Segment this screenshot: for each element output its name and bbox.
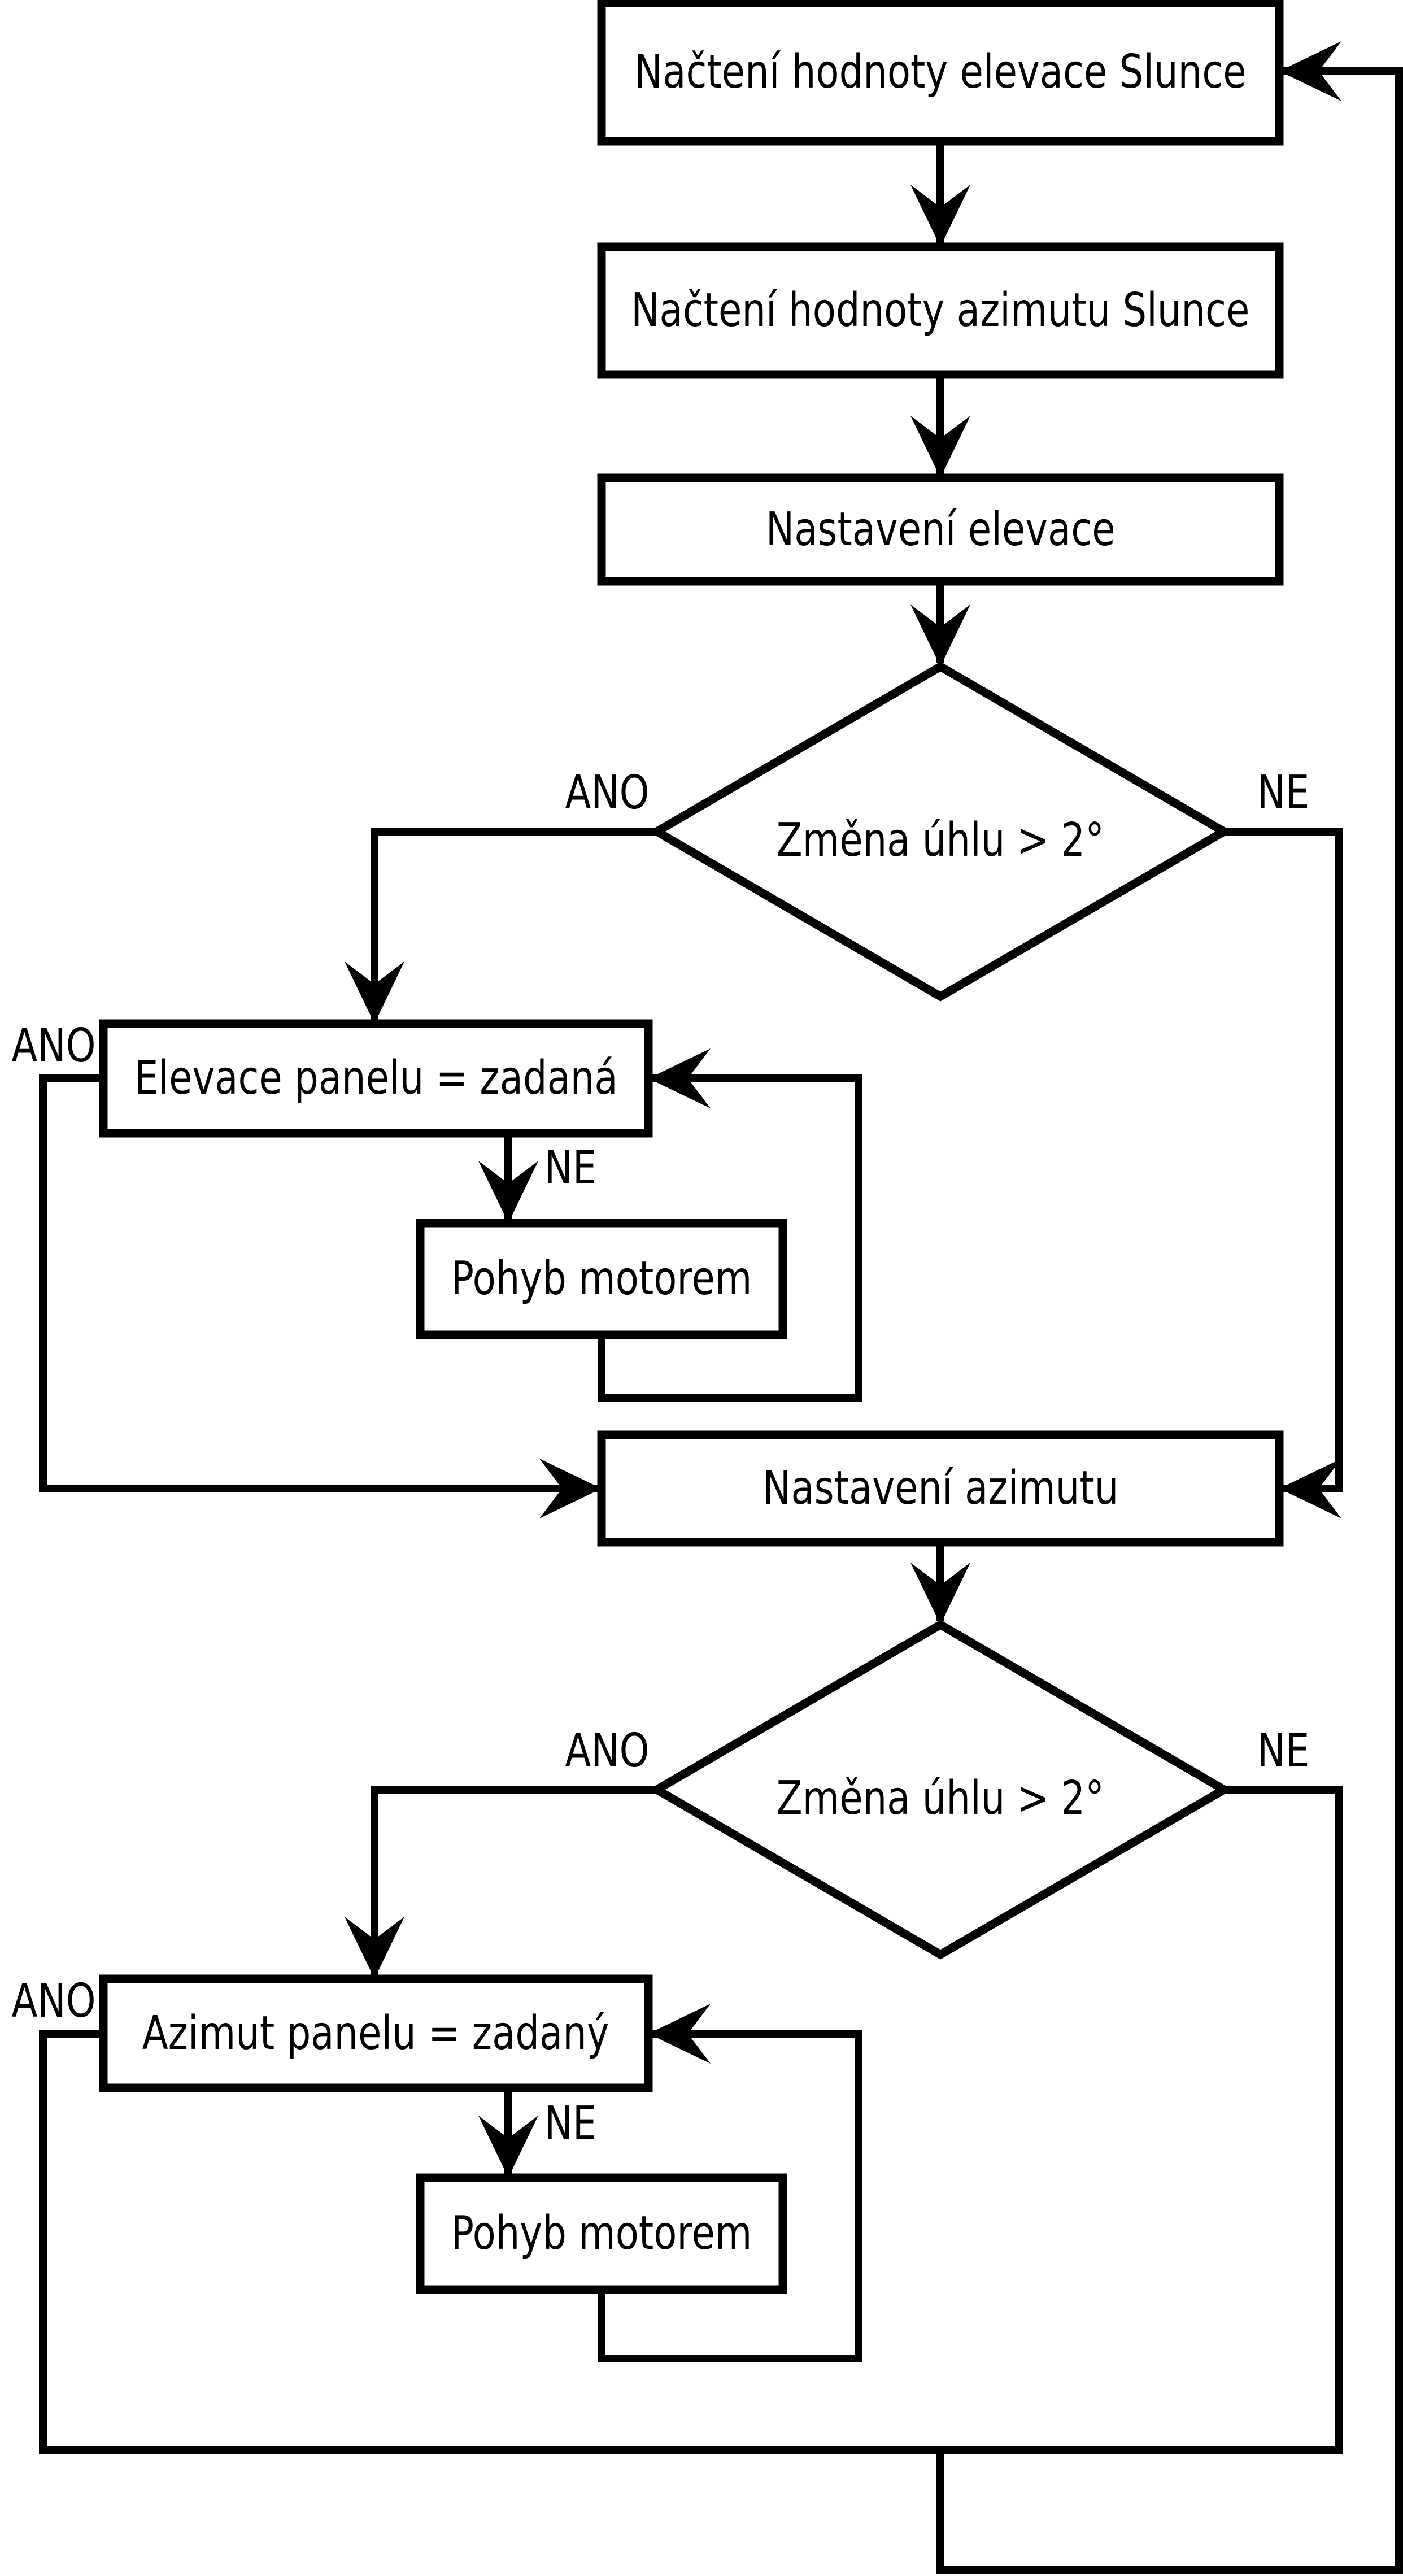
edge-azimuth-equal-ano xyxy=(39,2030,1343,2454)
edge-main-loop-back xyxy=(936,41,1403,2574)
box-elevation-equal xyxy=(99,1019,653,1138)
edge-decision-azimuth-ne xyxy=(1220,1786,1343,2454)
box-motor-elevation xyxy=(416,1219,787,1339)
edge-motor-elevation-loop xyxy=(598,1048,862,1402)
box-load-elevation xyxy=(597,0,1284,146)
box-set-elevation xyxy=(597,473,1284,586)
edge-decision-elevation-ne xyxy=(1220,828,1343,1518)
edge-decision-elevation-ano xyxy=(345,828,657,1024)
diamond-elevation-decision xyxy=(648,662,1232,1002)
box-load-azimuth xyxy=(597,242,1284,379)
edge-motor-azimuth-loop xyxy=(598,2004,862,2362)
box-motor-azimuth xyxy=(416,2173,787,2294)
diamond-azimuth-decision xyxy=(648,1620,1232,1960)
box-set-azimuth xyxy=(597,1430,1284,1547)
edge-decision-azimuth-ano xyxy=(345,1786,657,1979)
box-azimuth-equal xyxy=(99,1974,653,2092)
edge-elevation-equal-ano xyxy=(39,1074,602,1518)
